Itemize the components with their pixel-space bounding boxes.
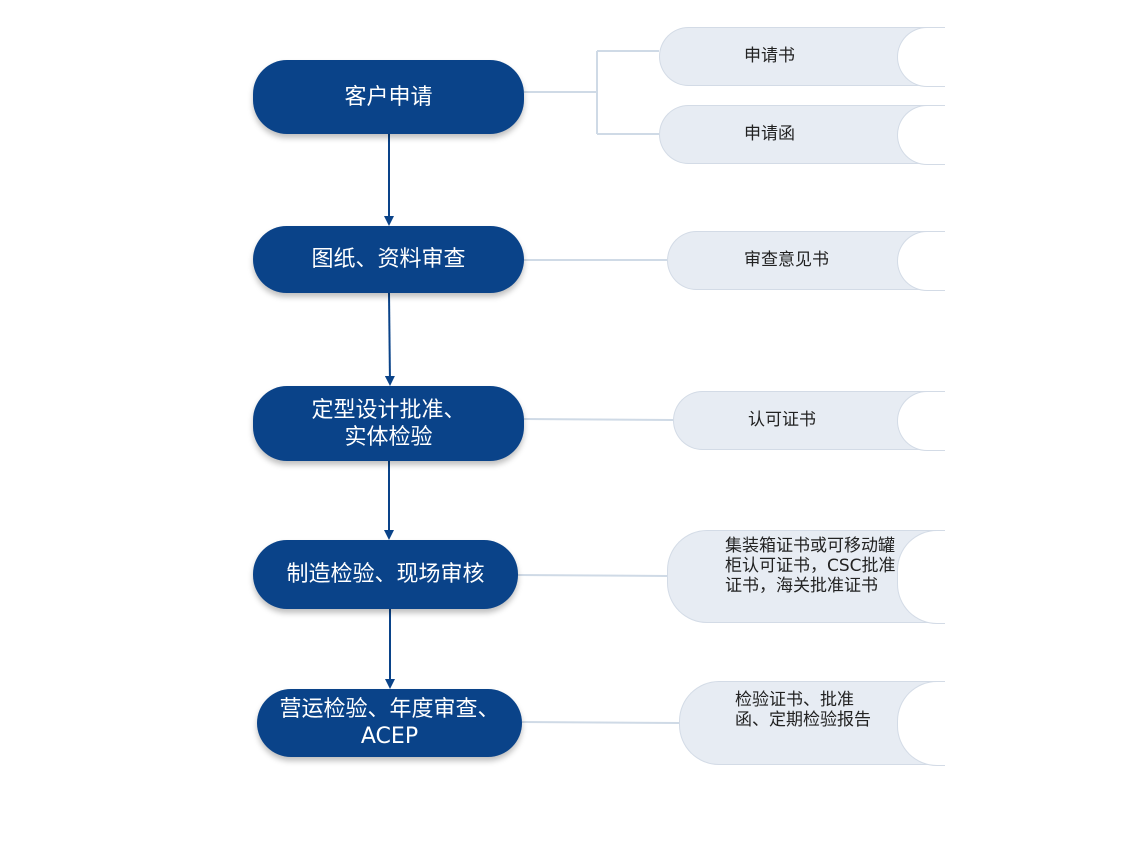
step-drawing-review: 图纸、资料审查 xyxy=(253,226,524,293)
output-label: 检验证书、批准函、定期检验报告 xyxy=(735,690,871,730)
step-type-approval: 定型设计批准、 实体检验 xyxy=(253,386,524,461)
connector-step4-output xyxy=(517,574,668,577)
connector-step1-outputs xyxy=(524,50,659,135)
output-label: 申请书 xyxy=(744,46,795,66)
step-customer-application: 客户申请 xyxy=(253,60,524,134)
output-application-form: 申请书 xyxy=(659,26,945,87)
output-container-certificates: 集装箱证书或可移动罐柜认可证书，CSC批准证书，海关批准证书 xyxy=(667,529,945,624)
output-notch xyxy=(897,104,945,165)
output-label: 集装箱证书或可移动罐柜认可证书，CSC批准证书，海关批准证书 xyxy=(725,536,896,596)
output-label: 审查意见书 xyxy=(744,250,829,270)
output-label: 申请函 xyxy=(744,124,795,144)
arrow-step2-to-step3 xyxy=(384,292,395,386)
output-approval-certificate: 认可证书 xyxy=(673,390,945,451)
output-notch xyxy=(897,26,945,87)
connector-step5-output xyxy=(521,721,680,724)
output-notch xyxy=(897,230,945,291)
output-inspection-certificate: 检验证书、批准函、定期检验报告 xyxy=(679,680,945,766)
output-review-opinion: 审查意见书 xyxy=(667,230,945,291)
output-notch xyxy=(897,390,945,451)
step-operation-inspection: 营运检验、年度审查、 ACEP xyxy=(257,689,522,757)
step-manufacturing-inspection: 制造检验、现场审核 xyxy=(253,540,518,609)
connector-step3-output xyxy=(523,418,674,421)
output-notch xyxy=(897,680,945,766)
output-notch xyxy=(897,529,945,624)
output-application-letter: 申请函 xyxy=(659,104,945,165)
output-label: 认可证书 xyxy=(748,410,816,430)
